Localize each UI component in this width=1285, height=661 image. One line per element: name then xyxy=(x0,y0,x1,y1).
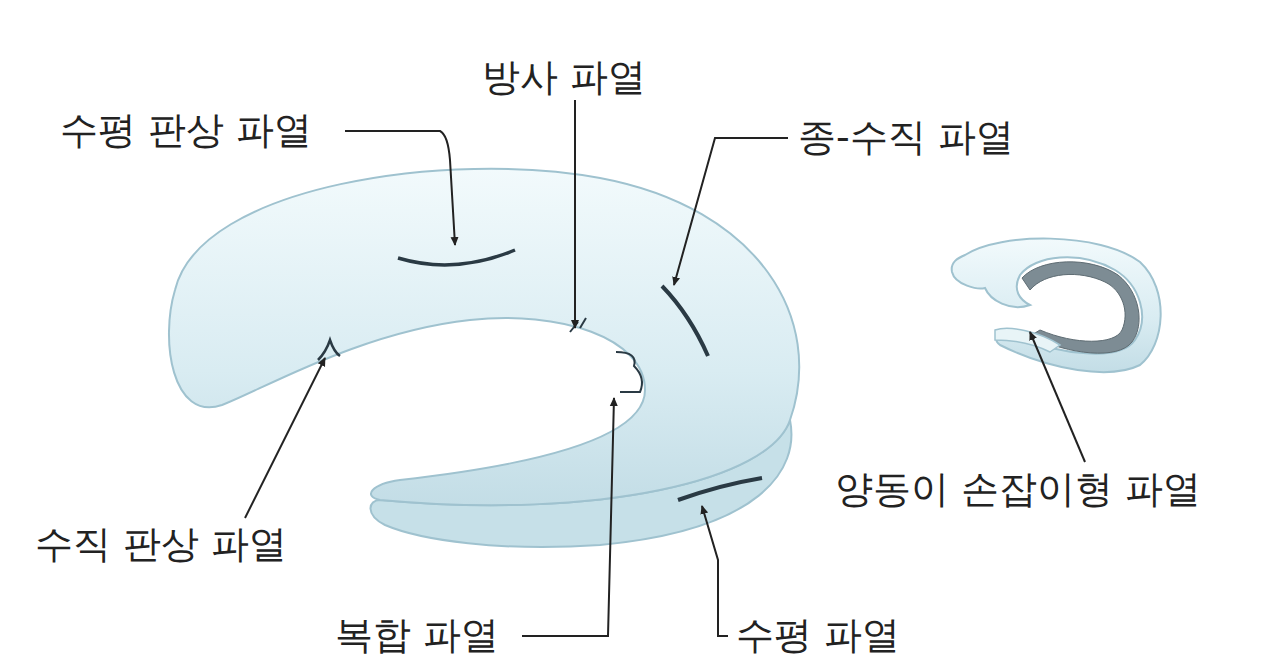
part-label: 수평 판상 파열 xyxy=(60,108,312,152)
part-label: 양동이 손잡이형 파열 xyxy=(835,467,1201,511)
handle-fragment xyxy=(995,328,1060,352)
tear-mark xyxy=(662,286,708,356)
part-label: 수직 판상 파열 xyxy=(35,522,287,566)
part-label: 복합 파열 xyxy=(335,613,499,657)
part-label: 수평 파열 xyxy=(736,613,900,657)
bucket-meniscus xyxy=(952,239,1161,373)
tear-mark xyxy=(678,478,762,500)
tear-mark xyxy=(398,250,515,265)
meniscus xyxy=(169,169,799,505)
tear-mark xyxy=(318,340,340,360)
tear-mark xyxy=(616,352,642,392)
part-label: 종-수직 파열 xyxy=(798,115,1014,159)
leader-lines xyxy=(245,100,1085,636)
part-label: 방사 파열 xyxy=(482,55,646,99)
tear-mark xyxy=(570,318,586,332)
